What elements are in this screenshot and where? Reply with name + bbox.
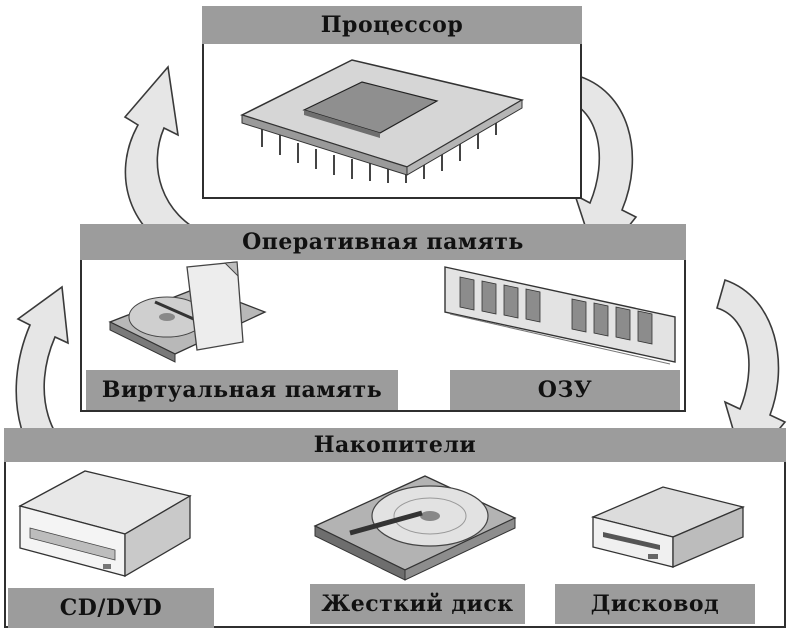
hard-disk-icon: [313, 475, 517, 581]
floppy-drive-icon: [590, 486, 746, 568]
cpu-chip-icon: [240, 59, 525, 183]
processor-title: Процессор: [320, 12, 464, 38]
hard-disk-label: Жесткий диск: [310, 584, 525, 624]
optical-drive-icon: [18, 470, 192, 578]
processor-title-band: Процессор: [202, 6, 582, 44]
memory-title-band: Оперативная память: [80, 224, 686, 260]
memory-title: Оперативная память: [242, 229, 524, 255]
virtual-memory-label: Виртуальная память: [86, 370, 398, 410]
cd-dvd-label: CD/DVD: [8, 588, 214, 628]
arrow-memory-to-processor: [123, 65, 210, 256]
ram-label: ОЗУ: [450, 370, 680, 410]
floppy-drive-label: Дисковод: [555, 584, 755, 624]
ram-module-icon: [444, 266, 676, 365]
storage-title-band: Накопители: [4, 428, 786, 462]
storage-title: Накопители: [313, 432, 477, 458]
hdd-with-page-icon: [108, 261, 267, 363]
